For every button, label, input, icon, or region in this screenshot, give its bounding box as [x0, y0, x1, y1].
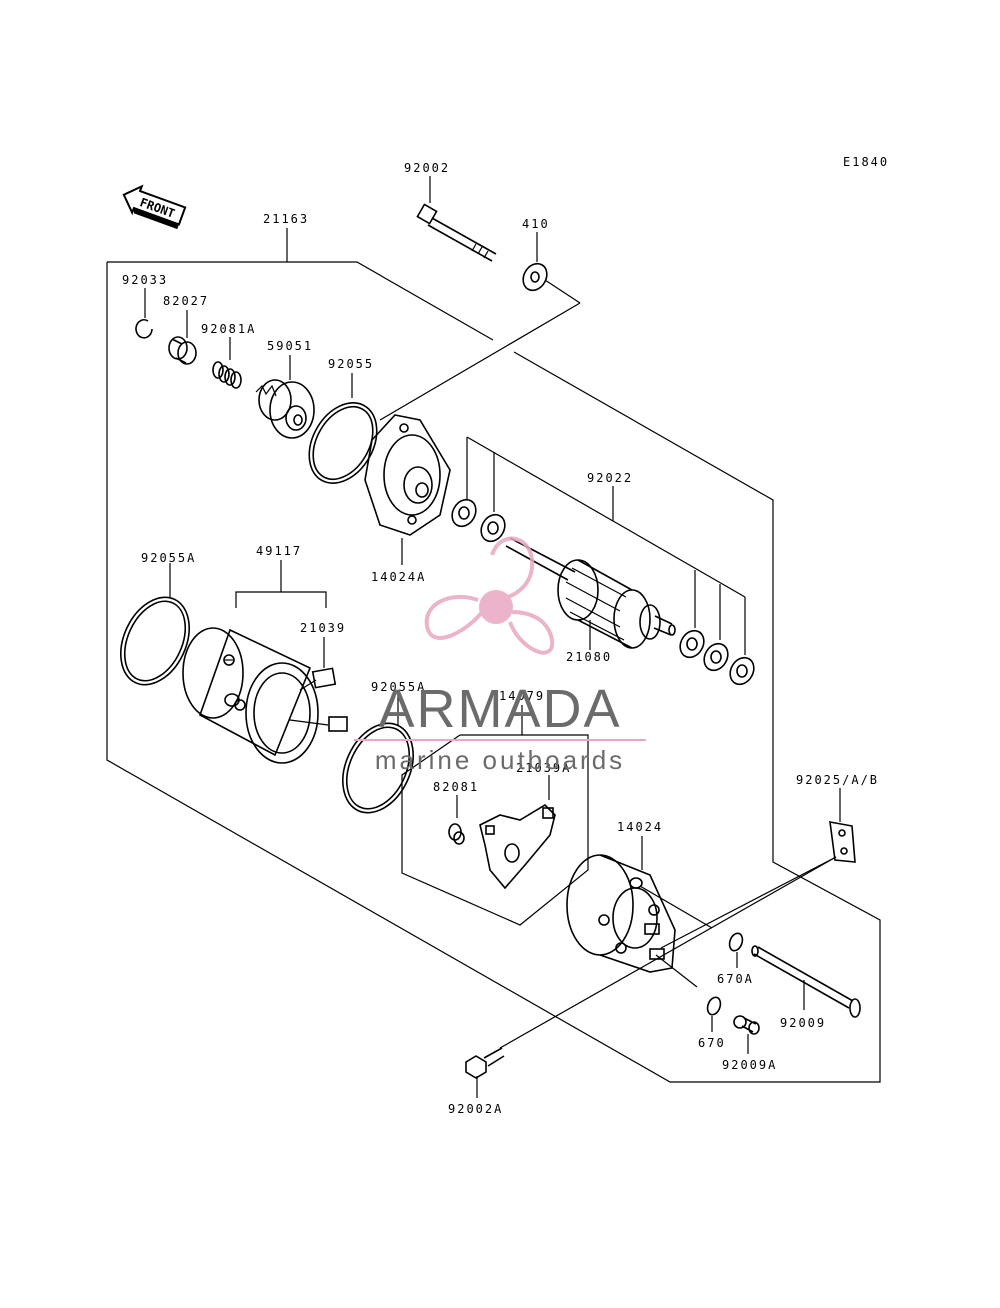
screw-92009A: [733, 1015, 760, 1054]
o-ring-670A: [728, 932, 744, 968]
label-92033: 92033: [122, 273, 168, 287]
label-92055A-mid: 92055A: [371, 680, 426, 694]
bolt-92002A: [465, 856, 837, 1098]
o-ring-92055: [308, 373, 378, 484]
label-21039: 21039: [300, 621, 346, 635]
label-92002A: 92002A: [448, 1102, 503, 1116]
label-92081A: 92081A: [201, 322, 256, 336]
label-82081: 82081: [433, 780, 479, 794]
label-49117: 49117: [256, 544, 302, 558]
pinion-gear-59051: [255, 355, 315, 439]
washer-410: [522, 232, 548, 292]
label-21039A: 21039A: [516, 761, 571, 775]
label-92055: 92055: [328, 357, 374, 371]
label-82027: 82027: [163, 294, 209, 308]
label-92025: 92025/A/B: [796, 773, 879, 787]
watermark-tagline: marine outboards: [375, 745, 625, 775]
yoke-49117: [182, 560, 329, 764]
propeller-logo-icon: [424, 536, 555, 655]
label-14024: 14024: [617, 820, 663, 834]
diagram-code: E1840: [843, 155, 889, 169]
bush-82027: [168, 310, 197, 365]
front-arrow-icon: FRONT: [122, 184, 187, 230]
bracket-92002: [379, 302, 581, 421]
armature-21080: [505, 537, 676, 650]
terminal-21039: [299, 637, 348, 732]
label-14079: 14079: [499, 689, 545, 703]
bolt-92002: [416, 176, 497, 262]
o-ring-670: [706, 996, 722, 1032]
label-92009A: 92009A: [722, 1058, 777, 1072]
washers-92022-rear: [612, 520, 755, 686]
rear-cover-14024: [566, 836, 713, 988]
label-410: 410: [522, 217, 550, 231]
label-21163: 21163: [263, 212, 309, 226]
label-92055A-top: 92055A: [141, 551, 196, 565]
o-ring-92055A-left: [120, 563, 190, 686]
spring-92081A: [212, 337, 242, 389]
front-cover-14024A: [364, 414, 451, 565]
watermark-name: ARMADA: [378, 679, 621, 739]
label-14024A: 14024A: [371, 570, 426, 584]
plate-92025: [660, 788, 856, 949]
label-92002: 92002: [404, 161, 450, 175]
assembly-outline-21163: [106, 228, 881, 1083]
brush-holder-group-14079: [401, 705, 589, 926]
label-670: 670: [698, 1036, 726, 1050]
label-92009: 92009: [780, 1016, 826, 1030]
washers-92022-front: [451, 436, 614, 543]
label-670A: 670A: [717, 972, 754, 986]
label-21080: 21080: [566, 650, 612, 664]
through-bolt-92009: [751, 945, 861, 1018]
circlip-92033: [135, 288, 153, 339]
label-92022: 92022: [587, 471, 633, 485]
label-59051: 59051: [267, 339, 313, 353]
o-ring-92055A-mid: [342, 695, 414, 814]
